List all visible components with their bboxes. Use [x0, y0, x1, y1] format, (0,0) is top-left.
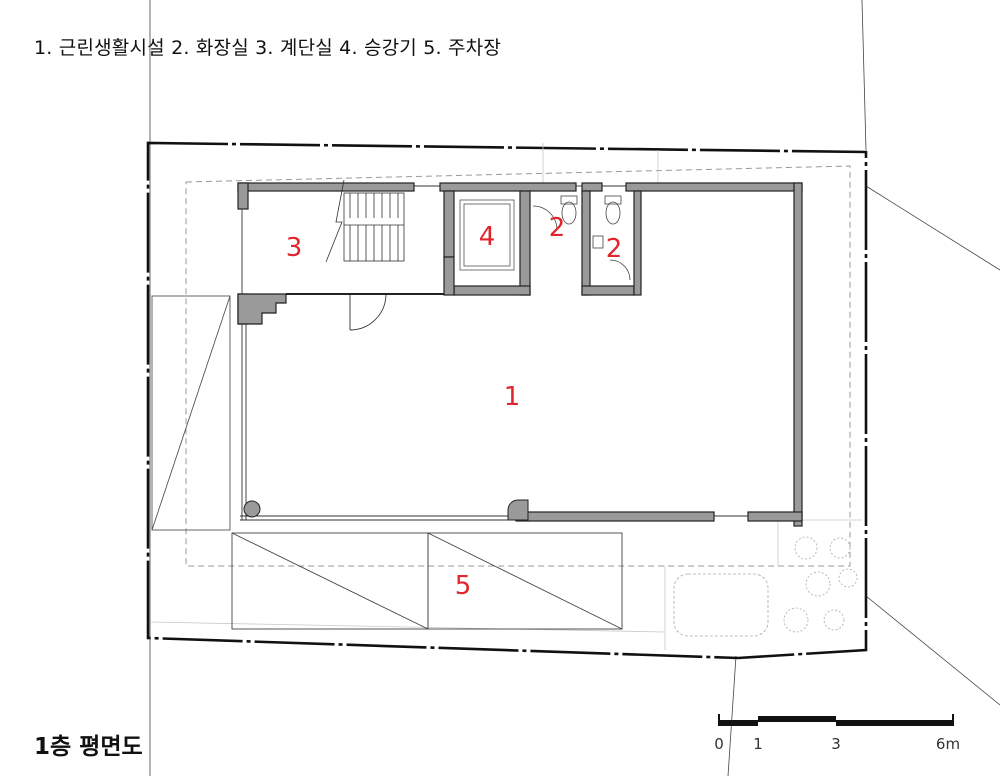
- room-label-2b: 2: [606, 234, 623, 264]
- room-label-5: 5: [455, 571, 472, 601]
- glazing-lines: [240, 185, 748, 521]
- setback-line: [185, 165, 851, 567]
- staircase: [325, 179, 405, 263]
- context-lines: [149, 0, 1000, 776]
- room-legend: 1. 근린생활시설 2. 화장실 3. 계단실 4. 승강기 5. 주차장: [34, 37, 502, 59]
- scale-tick-0: 0: [714, 735, 724, 753]
- scale-bar: [718, 714, 954, 726]
- room-label-1: 1: [504, 382, 521, 412]
- scale-tick-6m: 6m: [936, 735, 960, 753]
- scale-tick-3: 3: [831, 735, 841, 753]
- parking-area: [231, 532, 623, 630]
- column: [243, 500, 261, 518]
- landscape-area: [673, 536, 858, 637]
- room-label-3: 3: [286, 233, 303, 263]
- building-walls: [237, 182, 803, 527]
- door-swing: [349, 294, 387, 331]
- room-label-4: 4: [479, 222, 496, 252]
- elevator-cab: [459, 199, 515, 271]
- toilet-fixtures: [532, 195, 631, 281]
- column-corner: [507, 499, 529, 521]
- drawing-title: 1층 평면도: [34, 734, 143, 760]
- room-label-2a: 2: [549, 213, 566, 243]
- site-boundary: [146, 141, 868, 660]
- side-parking-slot: [151, 295, 231, 531]
- scale-tick-1: 1: [753, 735, 763, 753]
